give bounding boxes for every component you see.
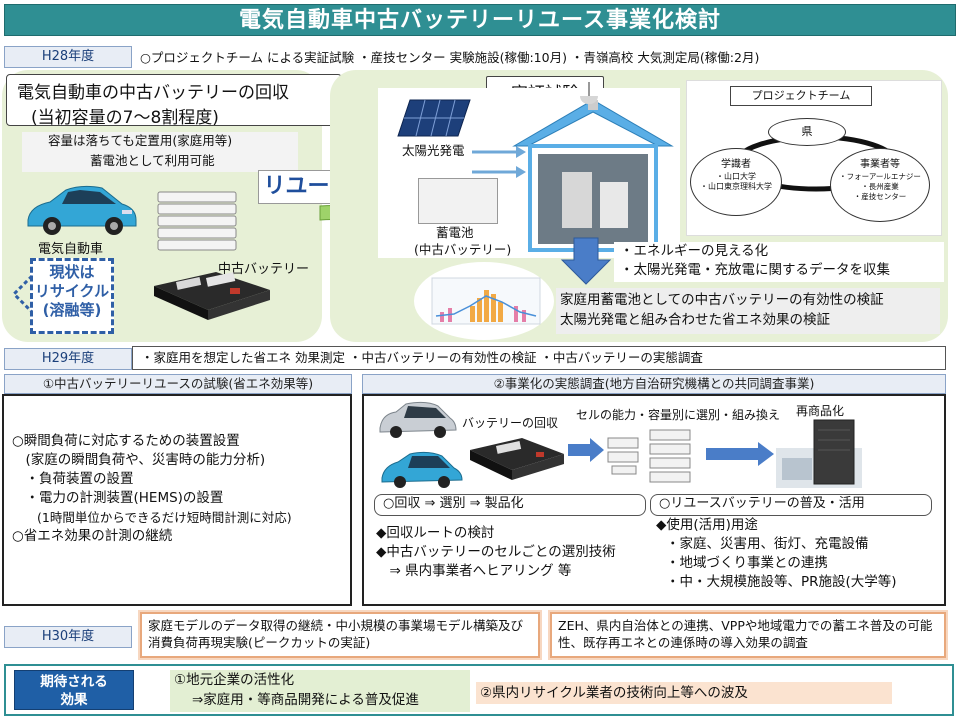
energy-line-2: ・太陽光発電・充放電に関するデータを収集 bbox=[620, 262, 890, 278]
h29-summary: ・家庭用を想定した省エネ 効果測定 ・中古バッテリーの有効性の検証 ・中古バッテ… bbox=[132, 346, 946, 370]
effect-recycler-tech: ②県内リサイクル業者の技術向上等への波及 bbox=[476, 682, 892, 704]
year-badge-h30: H30年度 bbox=[4, 626, 132, 648]
effects-label: 期待される 効果 bbox=[14, 670, 134, 710]
collection-route-list: ◆回収ルートの検討 ◆中古バッテリーのセルごとの選別技術 ⇒ 県内事業者へヒアリ… bbox=[376, 524, 616, 581]
process-pill: ○回収 ⇒ 選別 ⇒ 製品化 bbox=[374, 494, 646, 516]
team-business-title: 事業者等 bbox=[860, 159, 900, 170]
section1-line-1: ○瞬間負荷に対応するための装置設置 bbox=[12, 433, 240, 449]
verification-box: 家庭用蓄電池としての中古バッテリーの有効性の検証 太陽光発電と組み合わせた省エネ… bbox=[556, 288, 940, 334]
collection-title: 電気自動車の中古バッテリーの回収 bbox=[17, 83, 289, 103]
team-business-member-2: ・長州産業 bbox=[861, 182, 899, 191]
usage-line-2: ・家庭、災害用、街灯、充電設備 bbox=[666, 536, 869, 552]
battery-stack-image bbox=[157, 191, 237, 251]
storage-battery-image bbox=[418, 178, 498, 224]
recycle-arrow-icon bbox=[11, 274, 34, 314]
light-cord bbox=[588, 82, 590, 98]
capacity-line-2: 蓄電池として利用可能 bbox=[90, 153, 215, 168]
collection-route-line-1: ◆回収ルートの検討 bbox=[376, 525, 495, 541]
ev-label: 電気自動車 bbox=[38, 242, 104, 257]
solar-label: 太陽光発電 bbox=[402, 143, 465, 158]
h30-model-box: 家庭モデルのデータ取得の継続・中小規模の事業場モデル構築及び消費負荷再現実験(ピ… bbox=[140, 612, 540, 658]
energy-line-1: ・エネルギーの見える化 bbox=[620, 243, 769, 259]
flow-select-label: セルの能力・容量別に選別・組み換え bbox=[576, 408, 781, 422]
team-business-member-1: ・フォーアールエナジー bbox=[839, 172, 921, 181]
verify-line-2: 太陽光発電と組み合わせた省エネ効果の検証 bbox=[560, 312, 830, 328]
collection-subtitle: (当初容量の7～8割程度) bbox=[31, 108, 219, 128]
team-node-prefecture: 県 bbox=[768, 118, 846, 146]
collection-callout: 電気自動車の中古バッテリーの回収 (当初容量の7～8割程度) bbox=[6, 74, 342, 128]
usage-line-1: ◆使用(活用)用途 bbox=[656, 517, 758, 533]
section1-line-2: (家庭の瞬間負荷や、災害時の能力分析) bbox=[12, 452, 266, 468]
storage-label: 蓄電池 bbox=[436, 225, 474, 240]
usage-line-3: ・地域づくり事業との連携 bbox=[666, 555, 828, 571]
car-silver-image bbox=[379, 401, 457, 438]
h30-survey-box: ZEH、県内自治体との連携、VPPや地域電力での蓄エネ普及の可能性、既存再エネと… bbox=[550, 612, 946, 658]
page-title: 電気自動車中古バッテリーリユース事業化検討 bbox=[4, 4, 956, 36]
collected-battery-image bbox=[470, 438, 564, 480]
battery-pack-image bbox=[154, 272, 270, 320]
light-icon bbox=[580, 96, 598, 104]
section1-line-3: ・負荷装置の設置 bbox=[12, 471, 134, 487]
effect-1-line-2: ⇒家庭用・等商品開発による普及促進 bbox=[192, 692, 419, 708]
storage-sub-label: (中古バッテリー) bbox=[414, 242, 512, 257]
ev-car-image bbox=[27, 185, 137, 235]
project-team-title: プロジェクトチーム bbox=[730, 86, 872, 106]
usage-list: ◆使用(活用)用途 ・家庭、災害用、街灯、充電設備 ・地域づくり事業との連携 ・… bbox=[656, 516, 897, 592]
year-badge-h28: H28年度 bbox=[4, 46, 132, 68]
collection-route-line-3: ⇒ 県内事業者へヒアリング 等 bbox=[376, 563, 572, 579]
section1-line-6: ○省エネ効果の計測の継続 bbox=[12, 528, 173, 544]
section1-line-5: (1時間単位からできるだけ短時間計測に対応) bbox=[12, 510, 292, 525]
team-academic-member-2: ・山口東京理科大学 bbox=[700, 182, 772, 191]
team-node-business: 事業者等 ・フォーアールエナジー ・長州産業 ・産技センター bbox=[830, 148, 930, 222]
h28-summary: ○プロジェクトチーム による実証試験 ・産技センター 実験施設(稼働:10月) … bbox=[140, 50, 760, 65]
house-image bbox=[512, 99, 674, 252]
sorted-cells-image bbox=[607, 429, 691, 483]
flow-product-label: 再商品化 bbox=[796, 404, 845, 418]
team-academic-member-1: ・山口大学 bbox=[716, 172, 756, 181]
effect-1-line-1: ①地元企業の活性化 bbox=[174, 672, 295, 688]
flow-arrow-1-icon bbox=[568, 438, 604, 462]
energy-data-box: ・エネルギーの見える化 ・太陽光発電・充放電に関するデータを収集 bbox=[614, 242, 944, 282]
used-battery-label: 中古バッテリー bbox=[218, 262, 310, 277]
reuse-spread-pill: ○リユースバッテリーの普及・活用 bbox=[650, 494, 932, 516]
car-blue-image bbox=[381, 451, 463, 488]
flow-collect-label: バッテリーの回収 bbox=[462, 416, 559, 430]
section2-title: ②事業化の実態調査(地方自治研究機構との共同調査事業) bbox=[362, 374, 946, 394]
down-arrow-icon bbox=[560, 237, 612, 285]
solar-panel-icon bbox=[397, 99, 471, 137]
effect-local-business: ①地元企業の活性化 ⇒家庭用・等商品開発による普及促進 bbox=[170, 670, 470, 712]
recommercialized-product-image bbox=[776, 419, 862, 488]
flow-arrow-2-icon bbox=[706, 442, 774, 466]
section1-body: ○瞬間負荷に対応するための装置設置 (家庭の瞬間負荷や、災害時の能力分析) ・負… bbox=[2, 394, 352, 606]
power-flow-arrows bbox=[472, 146, 526, 178]
verify-line-1: 家庭用蓄電池としての中古バッテリーの有効性の検証 bbox=[560, 292, 884, 308]
collection-route-line-2: ◆中古バッテリーのセルごとの選別技術 bbox=[376, 544, 616, 560]
team-academic-title: 学識者 bbox=[721, 159, 751, 170]
team-node-academic: 学識者 ・山口大学 ・山口東京理科大学 bbox=[690, 148, 782, 216]
recycle-status: 現状は リサイクル (溶融等) bbox=[30, 258, 114, 334]
energy-chart-icon bbox=[431, 277, 541, 325]
year-badge-h29: H29年度 bbox=[4, 348, 132, 370]
capacity-line-1: 容量は落ちても定置用(家庭用等) bbox=[48, 133, 233, 148]
usage-line-4: ・中・大規模施設等、PR施設(大学等) bbox=[666, 574, 897, 590]
section1-line-4: ・電力の計測装置(HEMS)の設置 bbox=[12, 490, 224, 506]
capacity-note: 容量は落ちても定置用(家庭用等) 蓄電池として利用可能 bbox=[22, 132, 298, 172]
team-business-member-3: ・産技センター bbox=[853, 192, 907, 201]
section1-title: ①中古バッテリーリユースの試験(省エネ効果等) bbox=[4, 374, 352, 394]
